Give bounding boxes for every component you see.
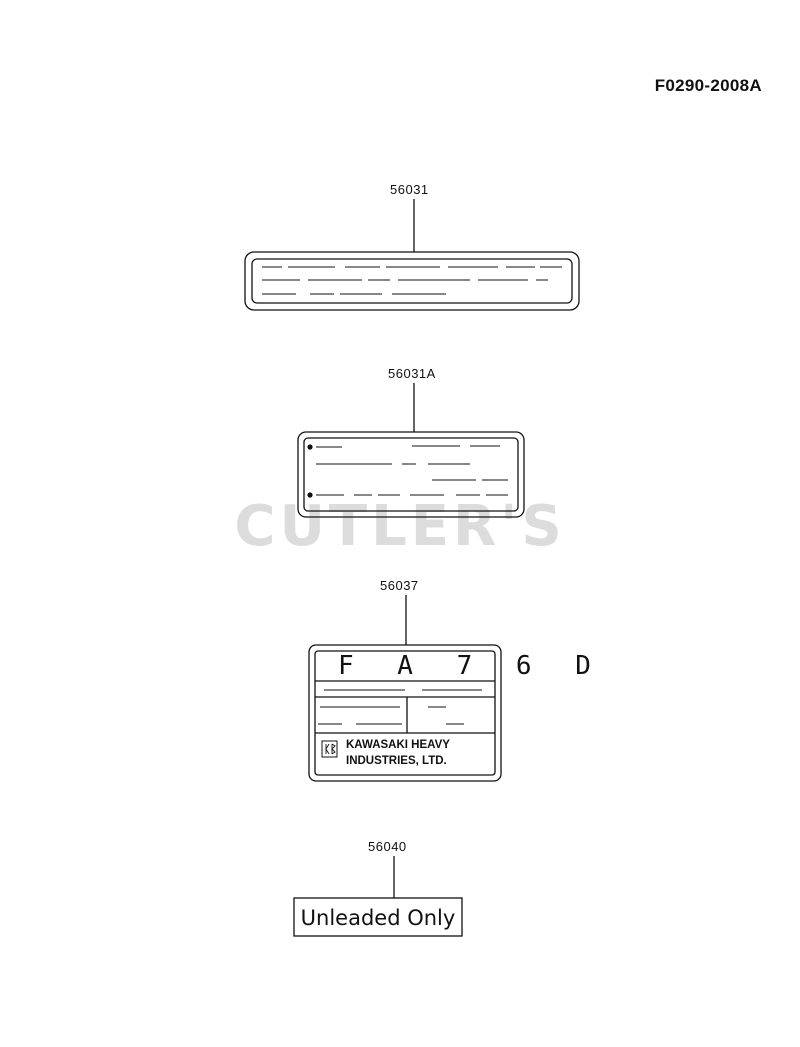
text-lines-56031a — [316, 445, 508, 496]
maker-line-2: INDUSTRIES, LTD. — [346, 755, 447, 767]
label-56040 — [293, 897, 463, 937]
model-code-text: F A 7 6 D — [338, 651, 605, 681]
part-number-56040: 56040 — [368, 839, 407, 854]
label-56037 — [308, 644, 502, 782]
part-number-56031: 56031 — [390, 182, 429, 197]
bullet-dot-bottom — [307, 492, 313, 498]
kawasaki-logo-icon — [321, 740, 338, 758]
bullet-dot-top — [307, 444, 313, 450]
watermark: CUTLER'S — [234, 494, 566, 559]
unleaded-only-text: Unleaded Only — [301, 906, 456, 930]
text-lines-56031 — [262, 266, 562, 295]
text-lines-56037 — [318, 689, 482, 725]
figure-id: F0290-2008A — [654, 76, 762, 95]
part-number-56031a: 56031A — [388, 366, 436, 381]
label-56031a — [297, 431, 525, 518]
maker-line-1: KAWASAKI HEAVY — [346, 739, 450, 751]
kawasaki-logo-mark — [325, 743, 336, 755]
part-number-56037: 56037 — [380, 578, 419, 593]
label-56031 — [244, 251, 580, 311]
